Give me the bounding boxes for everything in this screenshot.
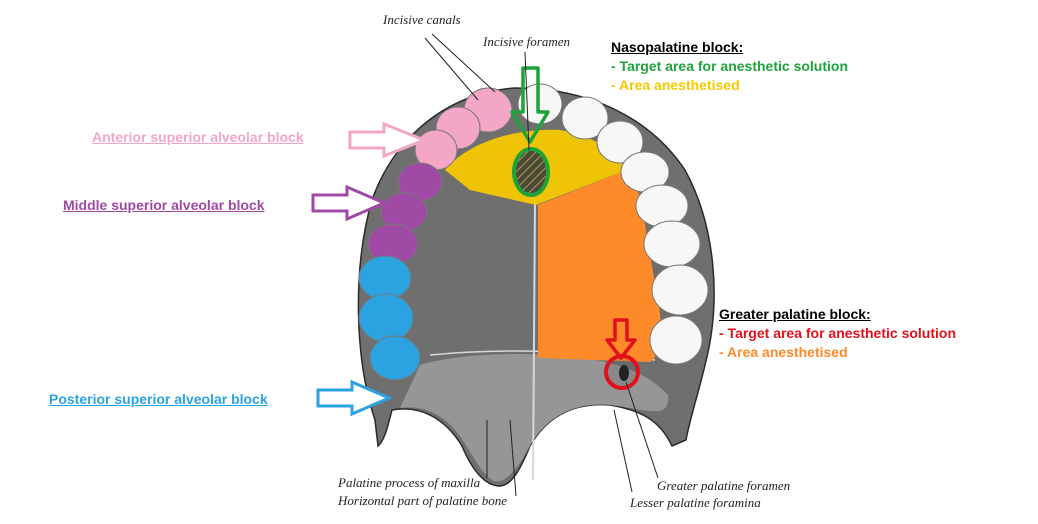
leader-incisive-foramen bbox=[524, 51, 530, 151]
posterior-block-label: Posterior superior alveolar block bbox=[49, 391, 268, 407]
tooth bbox=[643, 220, 701, 268]
palatine-process-label: Palatine process of maxilla bbox=[338, 475, 481, 490]
lesser-palatine-foramina-label: Lesser palatine foramina bbox=[630, 495, 761, 510]
tooth bbox=[649, 315, 703, 365]
greater-palatine-area bbox=[538, 168, 661, 362]
incisive-foramen-target bbox=[512, 147, 550, 197]
tooth bbox=[651, 264, 709, 316]
tooth bbox=[358, 293, 414, 343]
leader-incisive-canals bbox=[431, 33, 496, 93]
tooth bbox=[358, 255, 412, 301]
greater-palatine-arrow bbox=[605, 318, 637, 360]
posterior-block-arrow bbox=[316, 379, 393, 417]
greater-palatine-area-text: - Area anesthetised bbox=[719, 344, 848, 360]
incisive-canals-label: Incisive canals bbox=[383, 12, 461, 27]
nasopalatine-arrow bbox=[510, 66, 550, 144]
horizontal-part-label: Horizontal part of palatine bone bbox=[338, 493, 507, 508]
leader-incisive-canals bbox=[424, 37, 479, 101]
tooth bbox=[561, 96, 609, 140]
greater-palatine-foramen-label: Greater palatine foramen bbox=[657, 478, 791, 493]
nasopalatine-area-text: - Area anesthetised bbox=[611, 77, 740, 93]
nasopalatine-target-text: - Target area for anesthetic solution bbox=[611, 58, 849, 74]
tooth bbox=[635, 184, 689, 228]
leader-horizontal-part bbox=[509, 419, 517, 497]
middle-block-arrow bbox=[311, 184, 388, 222]
leader-lesser-palatine bbox=[613, 409, 633, 493]
tooth bbox=[369, 335, 421, 381]
greater-palatine-title: Greater palatine block: bbox=[719, 306, 871, 322]
tooth bbox=[596, 120, 644, 164]
median-suture bbox=[532, 199, 536, 481]
teeth-right bbox=[517, 83, 709, 365]
middle-block-label: Middle superior alveolar block bbox=[63, 197, 265, 213]
greater-palatine-foramen bbox=[619, 365, 629, 381]
anterior-block-arrow bbox=[348, 121, 429, 159]
leader-greater-palatine bbox=[625, 381, 659, 479]
incisive-foramen-label: Incisive foramen bbox=[483, 34, 571, 49]
nasopalatine-title: Nasopalatine block: bbox=[611, 39, 744, 55]
anterior-block-label: Anterior superior alveolar block bbox=[92, 129, 304, 145]
teeth-left bbox=[358, 87, 513, 381]
greater-palatine-target-text: - Target area for anesthetic solution bbox=[719, 325, 957, 341]
